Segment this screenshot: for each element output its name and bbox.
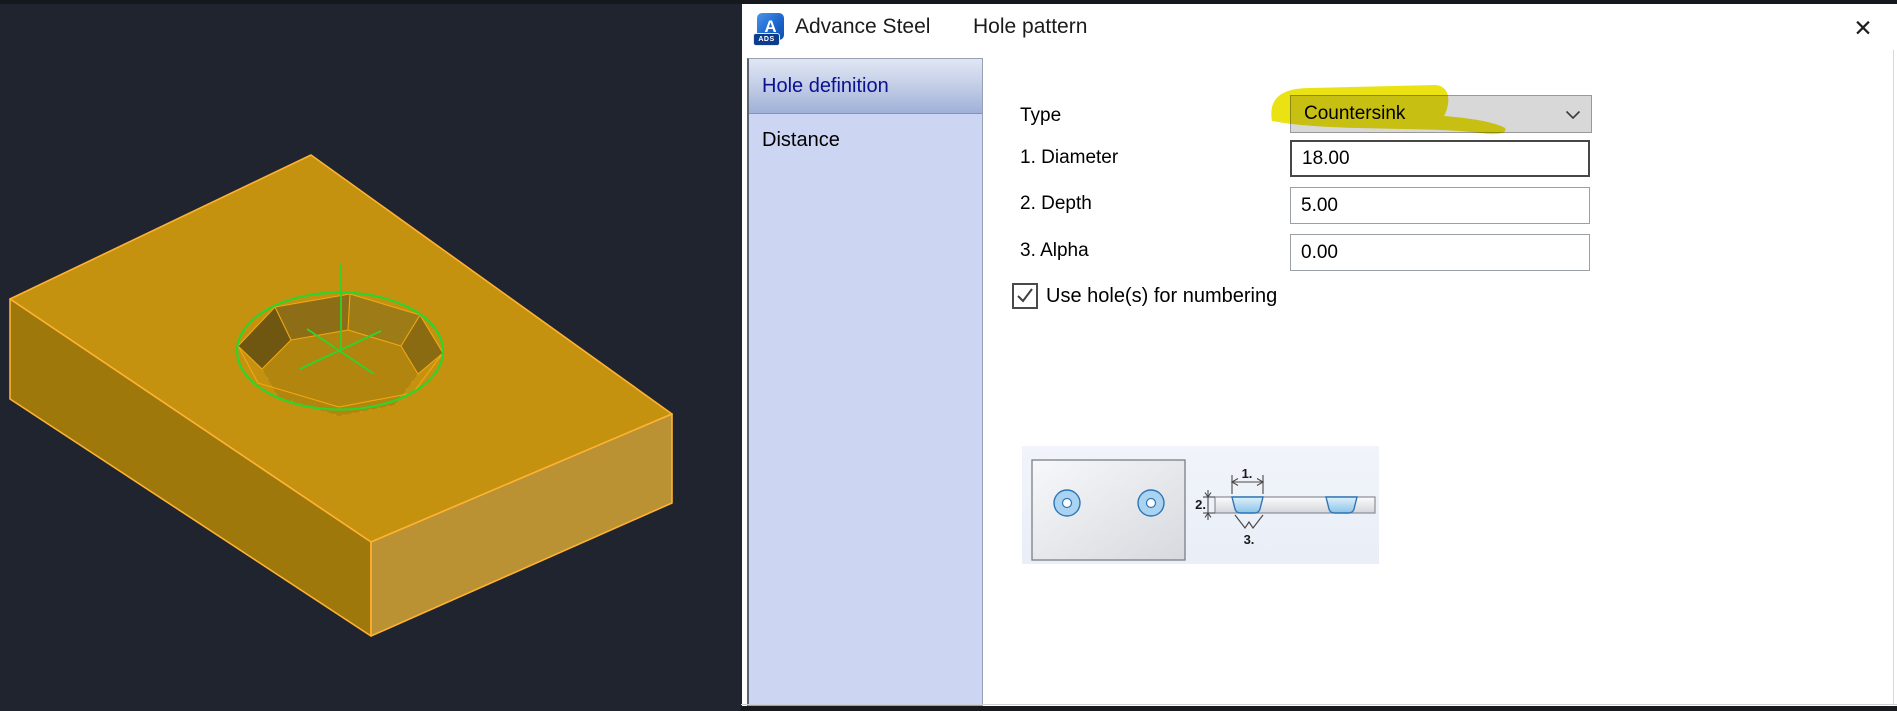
dim-label-2: 2.: [1195, 497, 1206, 512]
hole-section-view: 1. 2. 3.: [1195, 466, 1376, 547]
window-right-edge: [1893, 50, 1894, 705]
alpha-label: 3. Alpha: [1020, 240, 1089, 261]
sidebar-nav: Hole definition Distance: [747, 58, 983, 706]
dim-label-3: 3.: [1244, 532, 1255, 547]
window-bottom-edge: [741, 706, 1897, 711]
window-top-edge: [0, 0, 1897, 4]
alpha-input[interactable]: [1290, 234, 1590, 271]
sidebar-item-distance[interactable]: Distance: [762, 129, 840, 151]
close-icon[interactable]: ✕: [1853, 15, 1873, 41]
type-dropdown-value: Countersink: [1304, 103, 1406, 124]
hole-top-view: [1031, 459, 1186, 561]
dialog-bottom-hairline: [741, 704, 1897, 705]
type-label: Type: [1020, 105, 1062, 126]
depth-input[interactable]: [1290, 187, 1590, 224]
advance-steel-app-icon: A ADS: [753, 13, 784, 46]
cad-viewport[interactable]: [0, 0, 742, 711]
use-holes-numbering-checkbox[interactable]: [1012, 283, 1038, 309]
diameter-input[interactable]: [1290, 140, 1590, 177]
dialog-title: Hole pattern: [973, 15, 1088, 38]
icon-letter: A: [764, 17, 777, 36]
use-holes-numbering-label: Use hole(s) for numbering: [1046, 285, 1278, 307]
dim-label-1: 1.: [1242, 466, 1253, 481]
type-dropdown[interactable]: Countersink: [1290, 95, 1592, 133]
app-title: Advance Steel: [795, 15, 931, 38]
chevron-down-icon: [1565, 110, 1581, 120]
steel-plate-model: [9, 154, 673, 637]
diameter-label: 1. Diameter: [1020, 147, 1119, 168]
hole-pattern-diagram: 1. 2. 3.: [1022, 446, 1379, 564]
sidebar-item-hole-definition[interactable]: Hole definition: [749, 59, 982, 114]
depth-label: 2. Depth: [1020, 193, 1092, 214]
hole-selection-highlight: [235, 264, 445, 411]
checkmark-icon: [1017, 288, 1033, 303]
plate-front-right-face: [370, 413, 673, 637]
ads-badge: ADS: [753, 33, 780, 46]
